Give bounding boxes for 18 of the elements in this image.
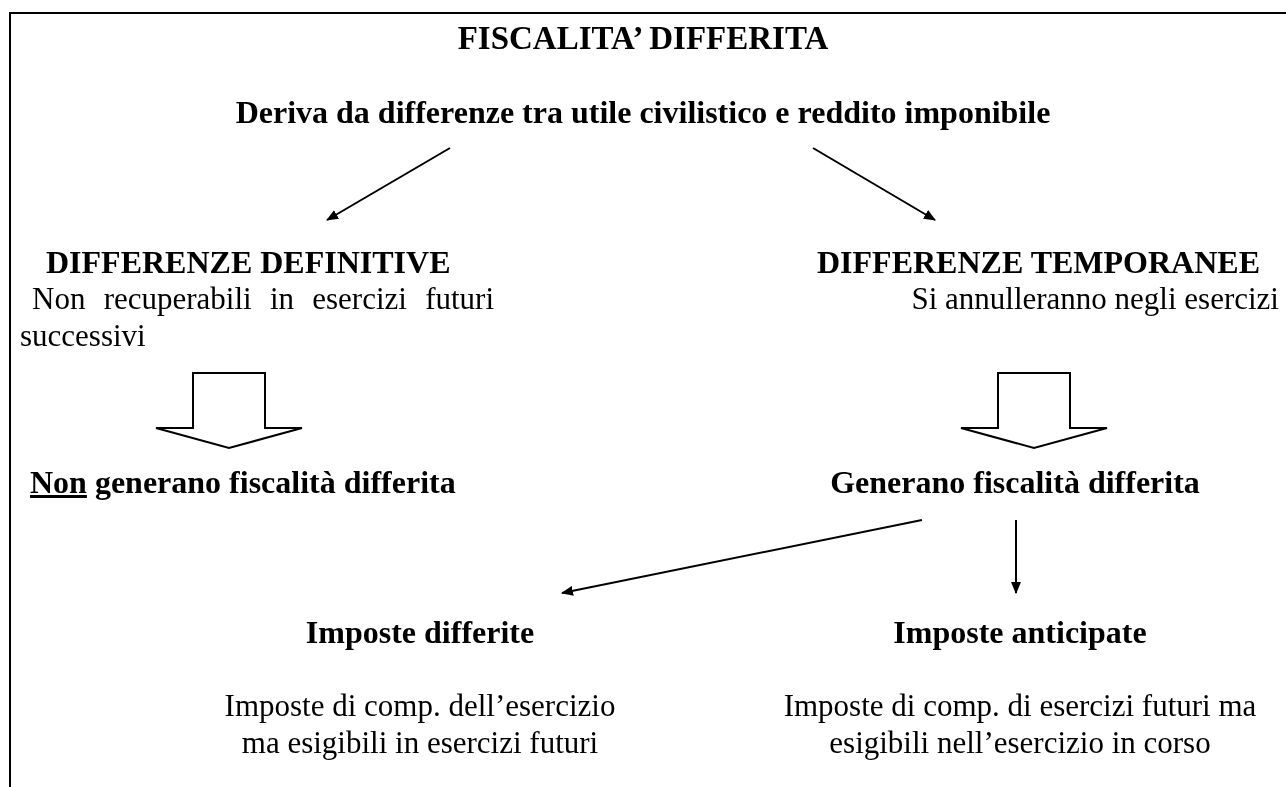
diagram-title: FISCALITA’ DIFFERITA — [456, 19, 830, 58]
arrow — [326, 147, 451, 221]
arrow — [812, 147, 936, 221]
node-heading: Non generano fiscalità differita — [29, 464, 456, 500]
node-heading: Imposte differite — [305, 614, 535, 650]
block-arrow — [155, 372, 303, 450]
node-description: Non recuperabili in esercizi futuri successivi — [20, 280, 494, 354]
node-heading: Imposte anticipate — [893, 614, 1147, 650]
node-heading: DIFFERENZE DEFINITIVE — [45, 244, 451, 280]
node-heading: Deriva da differenze tra utile civilistico e reddito imponibile — [235, 94, 1051, 130]
node-heading: DIFFERENZE TEMPORANEE — [817, 244, 1261, 280]
node-heading: Generano fiscalità differita — [830, 464, 1200, 500]
node-description: Imposte di comp. di esercizi futuri ma esigibili nell’esercizio in corso — [782, 687, 1258, 761]
block-arrow — [960, 372, 1108, 450]
node-description: Si annulleranno negli esercizi — [910, 280, 1280, 317]
arrow — [1011, 519, 1021, 594]
arrow — [561, 519, 923, 596]
node-description: Imposte di comp. dell’esercizio ma esigibili in esercizi futuri — [223, 687, 617, 761]
